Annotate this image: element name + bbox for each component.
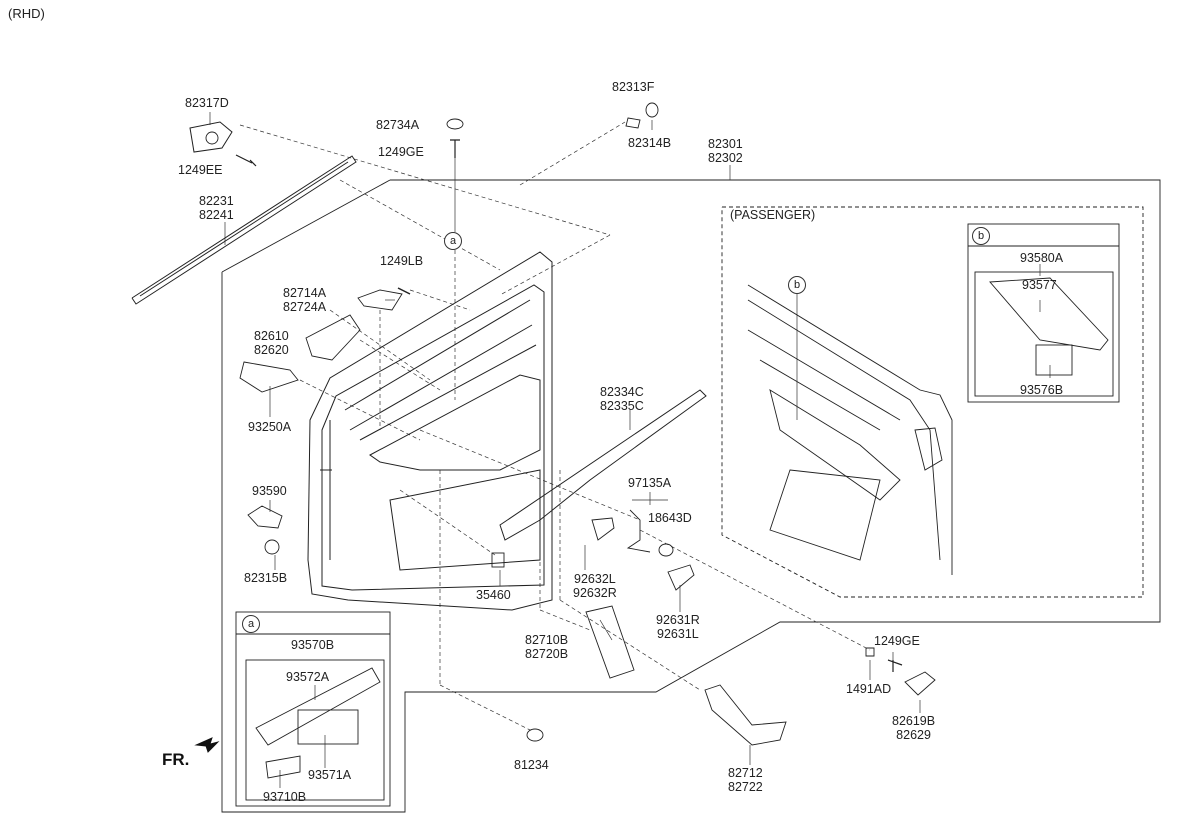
part-label-97135A: 97135A (628, 476, 672, 490)
front-direction-arrow (194, 737, 220, 753)
part-label-82231: 82231 82241 (199, 194, 234, 222)
part-label-82734A: 82734A (376, 118, 420, 132)
part-label-82315B: 82315B (244, 571, 288, 585)
part-label-93710B: 93710B (263, 790, 307, 804)
part-label-82334C: 82334C 82335C (600, 385, 644, 413)
switch-assembly-b (989, 277, 1109, 376)
part-label-1249GE-top: 1249GE (378, 145, 424, 159)
part-label-82314B: 82314B (628, 136, 672, 150)
direction-label: FR. (162, 750, 190, 769)
part-label-82610: 82610 82620 (254, 329, 289, 357)
part-label-92632L: 92632L 92632R (573, 572, 617, 600)
callout-b-box: b (972, 227, 990, 245)
part-label-82619B: 82619B 82629 (892, 714, 936, 742)
part-label-1491AD: 1491AD (846, 682, 892, 696)
part-label-93590: 93590 (252, 484, 287, 498)
passenger-door-panel (747, 284, 953, 575)
part-label-93580A: 93580A (1020, 251, 1064, 265)
door-trim-panel (307, 251, 553, 611)
detail-box-a (235, 611, 391, 807)
part-label-1249LB: 1249LB (380, 254, 424, 268)
passenger-detail-frame (721, 206, 1144, 598)
switch-assembly-a (255, 667, 381, 779)
part-label-82714A: 82714A 82724A (283, 286, 327, 314)
part-label-92631R: 92631R 92631L (656, 613, 700, 641)
part-label-82313F: 82313F (612, 80, 655, 94)
part-label-18643D: 18643D (648, 511, 692, 525)
callout-a-box: a (242, 615, 260, 633)
variant-label: (RHD) (8, 6, 45, 21)
part-label-93570B: 93570B (291, 638, 335, 652)
lower-trim-strip (704, 684, 787, 746)
part-label-93576B: 93576B (1020, 383, 1064, 397)
passenger-label: (PASSENGER) (730, 208, 816, 222)
part-label-82317D: 82317D (185, 96, 229, 110)
part-label-82712: 82712 82722 (728, 766, 763, 794)
part-label-81234: 81234 (514, 758, 549, 772)
callout-a-main: a (444, 232, 462, 250)
part-label-93250A: 93250A (248, 420, 292, 434)
detail-box-b (967, 223, 1120, 403)
weatherstrip-part (131, 155, 357, 305)
part-label-93571A: 93571A (308, 768, 352, 782)
part-label-82301: 82301 82302 (708, 137, 743, 165)
part-label-1249EE: 1249EE (178, 163, 223, 177)
main-assembly-frame (221, 179, 1161, 813)
pocket-bracket (585, 605, 635, 679)
callout-b-main: b (788, 276, 806, 294)
bracket-82317D (189, 121, 233, 153)
part-label-35460: 35460 (476, 588, 511, 602)
part-label-82710B: 82710B 82720B (525, 633, 569, 661)
part-label-1249GE-right: 1249GE (874, 634, 920, 648)
part-label-93572A: 93572A (286, 670, 330, 684)
part-label-93577: 93577 (1022, 278, 1057, 292)
armrest-cover (499, 389, 707, 541)
